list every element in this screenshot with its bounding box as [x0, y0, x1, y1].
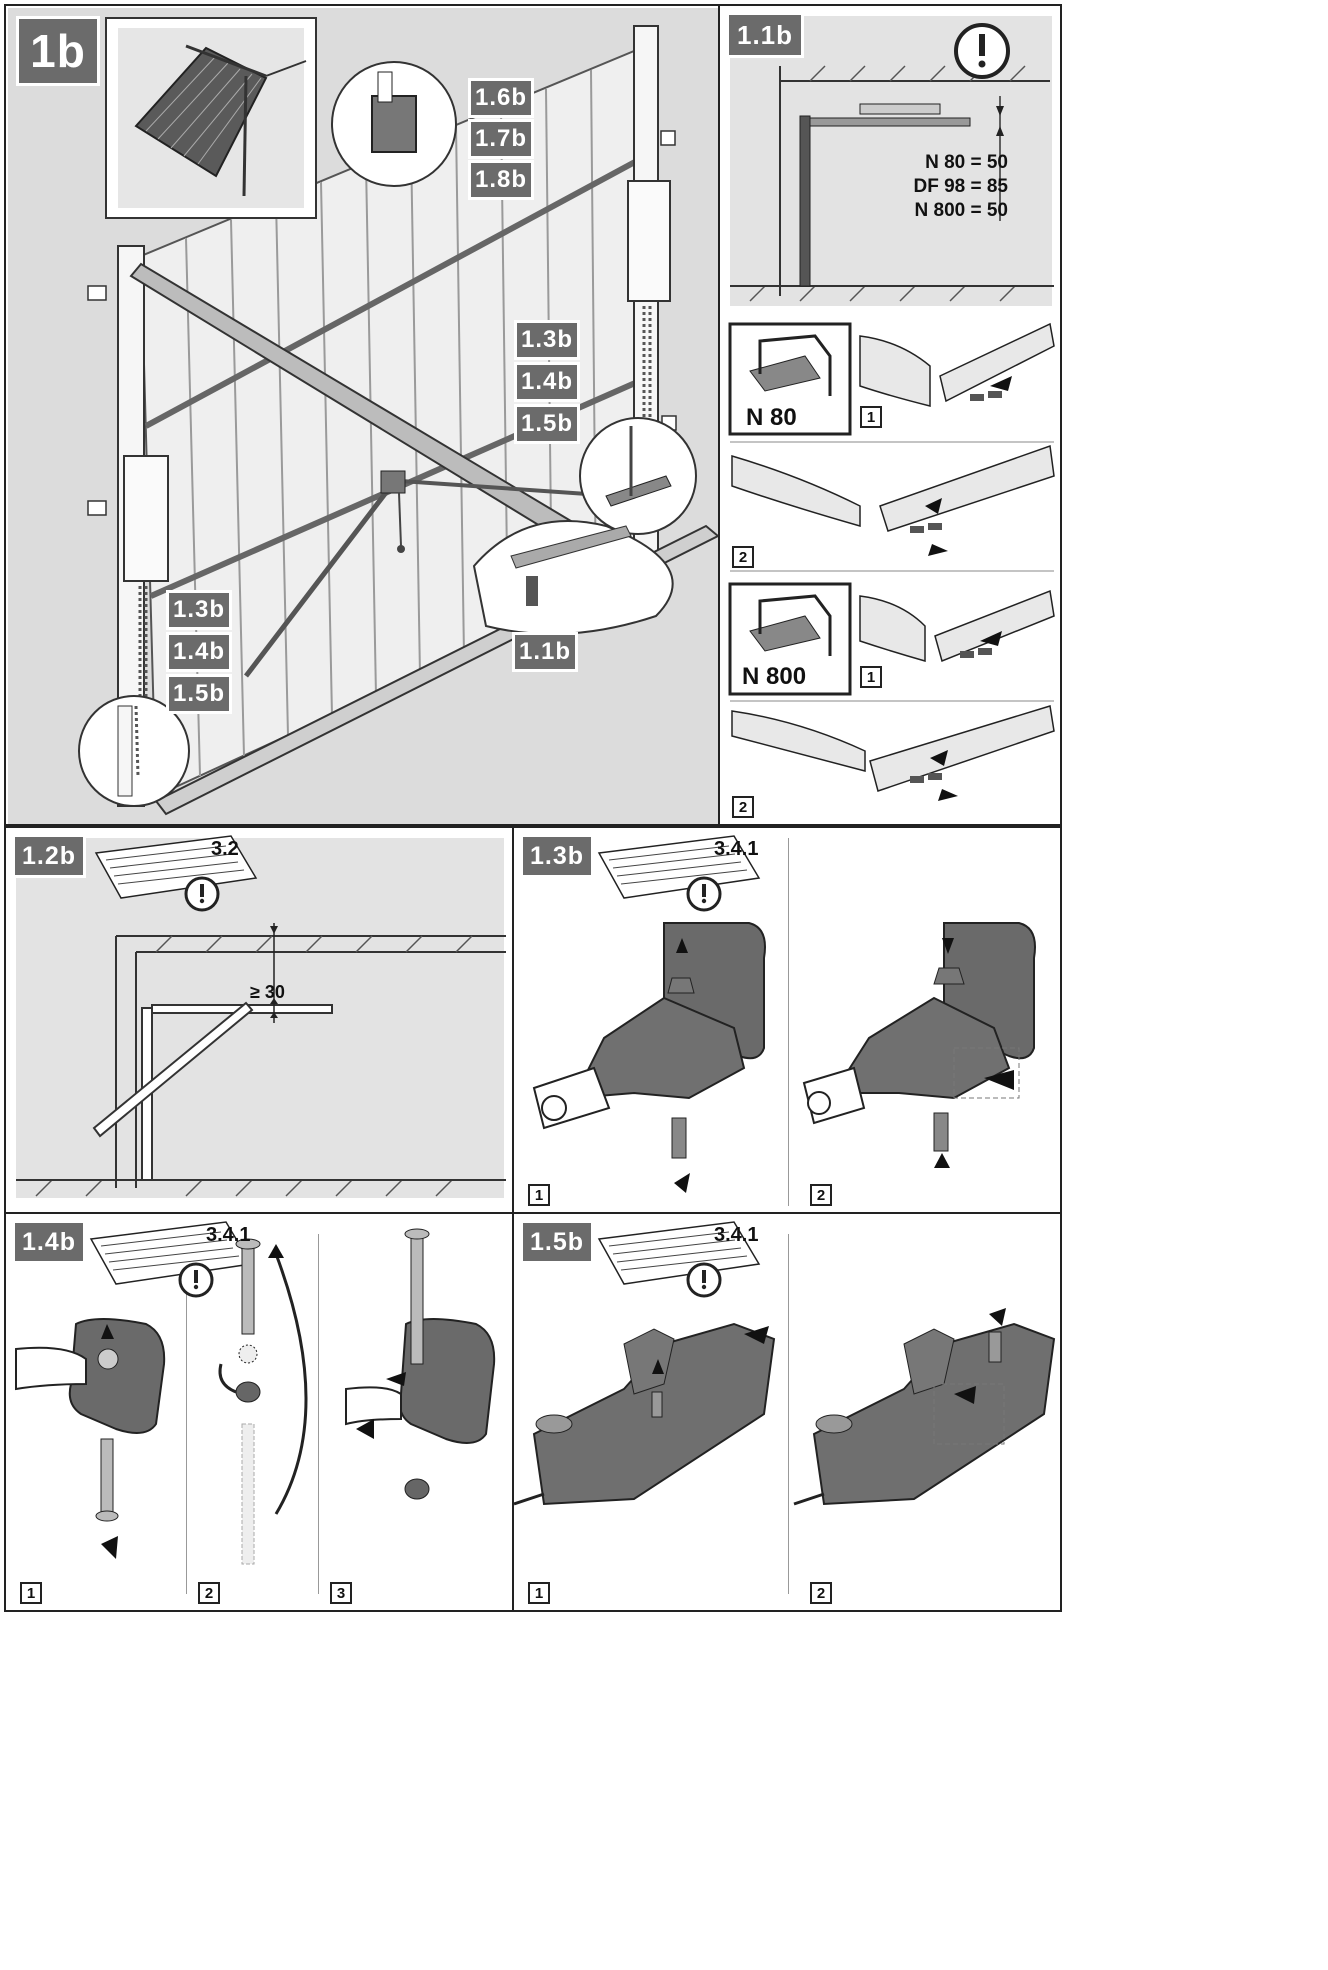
divider	[788, 838, 789, 1206]
callout-1-8b[interactable]: 1.8b	[468, 160, 534, 200]
ref-3-4-1: 3.4.1	[714, 838, 759, 860]
n800-label: N 800	[742, 663, 807, 690]
carriage-screw-diagram	[514, 1221, 1056, 1506]
step-1-n800: 1	[860, 666, 882, 688]
badge-1-5b: 1.5b	[520, 1220, 594, 1264]
callout-1-4b-left[interactable]: 1.4b	[166, 632, 232, 672]
badge-1-2b: 1.2b	[12, 834, 86, 878]
divider	[788, 1234, 789, 1594]
callout-1-5b-left[interactable]: 1.5b	[166, 674, 232, 714]
dim-n800: N 800 = 50	[914, 200, 1009, 221]
gap-label: ≥ 30	[250, 982, 285, 1002]
divider-b	[318, 1234, 319, 1594]
callout-1-5b-right[interactable]: 1.5b	[514, 404, 580, 444]
badge-1-1b: 1.1b	[726, 12, 804, 58]
step-2-n80: 2	[732, 546, 754, 568]
callout-1-3b-left[interactable]: 1.3b	[166, 590, 232, 630]
panel-1-1b: 1.1b N 80 = 50 DF 98 = 85 N 800 = 50 N 8…	[718, 4, 1062, 826]
panel-1b: 1b 1.6b 1.7b 1.8b 1.3b 1.4b 1.5b 1.3b 1.…	[4, 4, 720, 826]
garage-door-illustration	[78, 17, 718, 816]
clearance-diagram	[16, 835, 506, 1197]
panel-1-5b: 1.5b 3.4.1 1 2	[512, 1212, 1062, 1612]
n80-label: N 80	[746, 404, 797, 431]
ref-3-2: 3.2	[211, 838, 239, 860]
step-1: 1	[528, 1184, 550, 1206]
step-3: 3	[330, 1582, 352, 1604]
panel-1-4b: 1.4b 3.4.1 1 2 3	[4, 1212, 514, 1612]
step-1: 1	[20, 1582, 42, 1604]
badge-1-4b: 1.4b	[12, 1220, 86, 1264]
callout-1-4b-right[interactable]: 1.4b	[514, 362, 580, 402]
callout-1-3b-right[interactable]: 1.3b	[514, 320, 580, 360]
bracket-assembly-diagram	[532, 835, 1036, 1193]
panel-1-2b-bg	[16, 838, 504, 1198]
callout-1-1b-bottom[interactable]: 1.1b	[512, 632, 578, 672]
step-2: 2	[198, 1582, 220, 1604]
step-1-n80: 1	[860, 406, 882, 428]
step-2: 2	[810, 1582, 832, 1604]
ref-3-4-1: 3.4.1	[714, 1224, 759, 1246]
divider-a	[186, 1234, 187, 1594]
panel-1-3b: 1.3b 3.4.1 1 2	[512, 826, 1062, 1214]
step-2: 2	[810, 1184, 832, 1206]
dim-df98: DF 98 = 85	[913, 176, 1008, 197]
opener-rail-leveling-diagram	[728, 23, 1055, 801]
badge-1b: 1b	[16, 16, 100, 86]
step-2-n800: 2	[732, 796, 754, 818]
ref-3-4-1: 3.4.1	[206, 1224, 251, 1246]
callout-1-6b[interactable]: 1.6b	[468, 78, 534, 118]
badge-1-3b: 1.3b	[520, 834, 594, 878]
panel-1-2b: 1.2b 3.2 ≥ 30	[4, 826, 514, 1214]
callout-1-7b[interactable]: 1.7b	[468, 119, 534, 159]
dim-n80: N 80 = 50	[925, 152, 1008, 173]
pin-replacement-diagram	[15, 1221, 496, 1565]
step-1: 1	[528, 1582, 550, 1604]
